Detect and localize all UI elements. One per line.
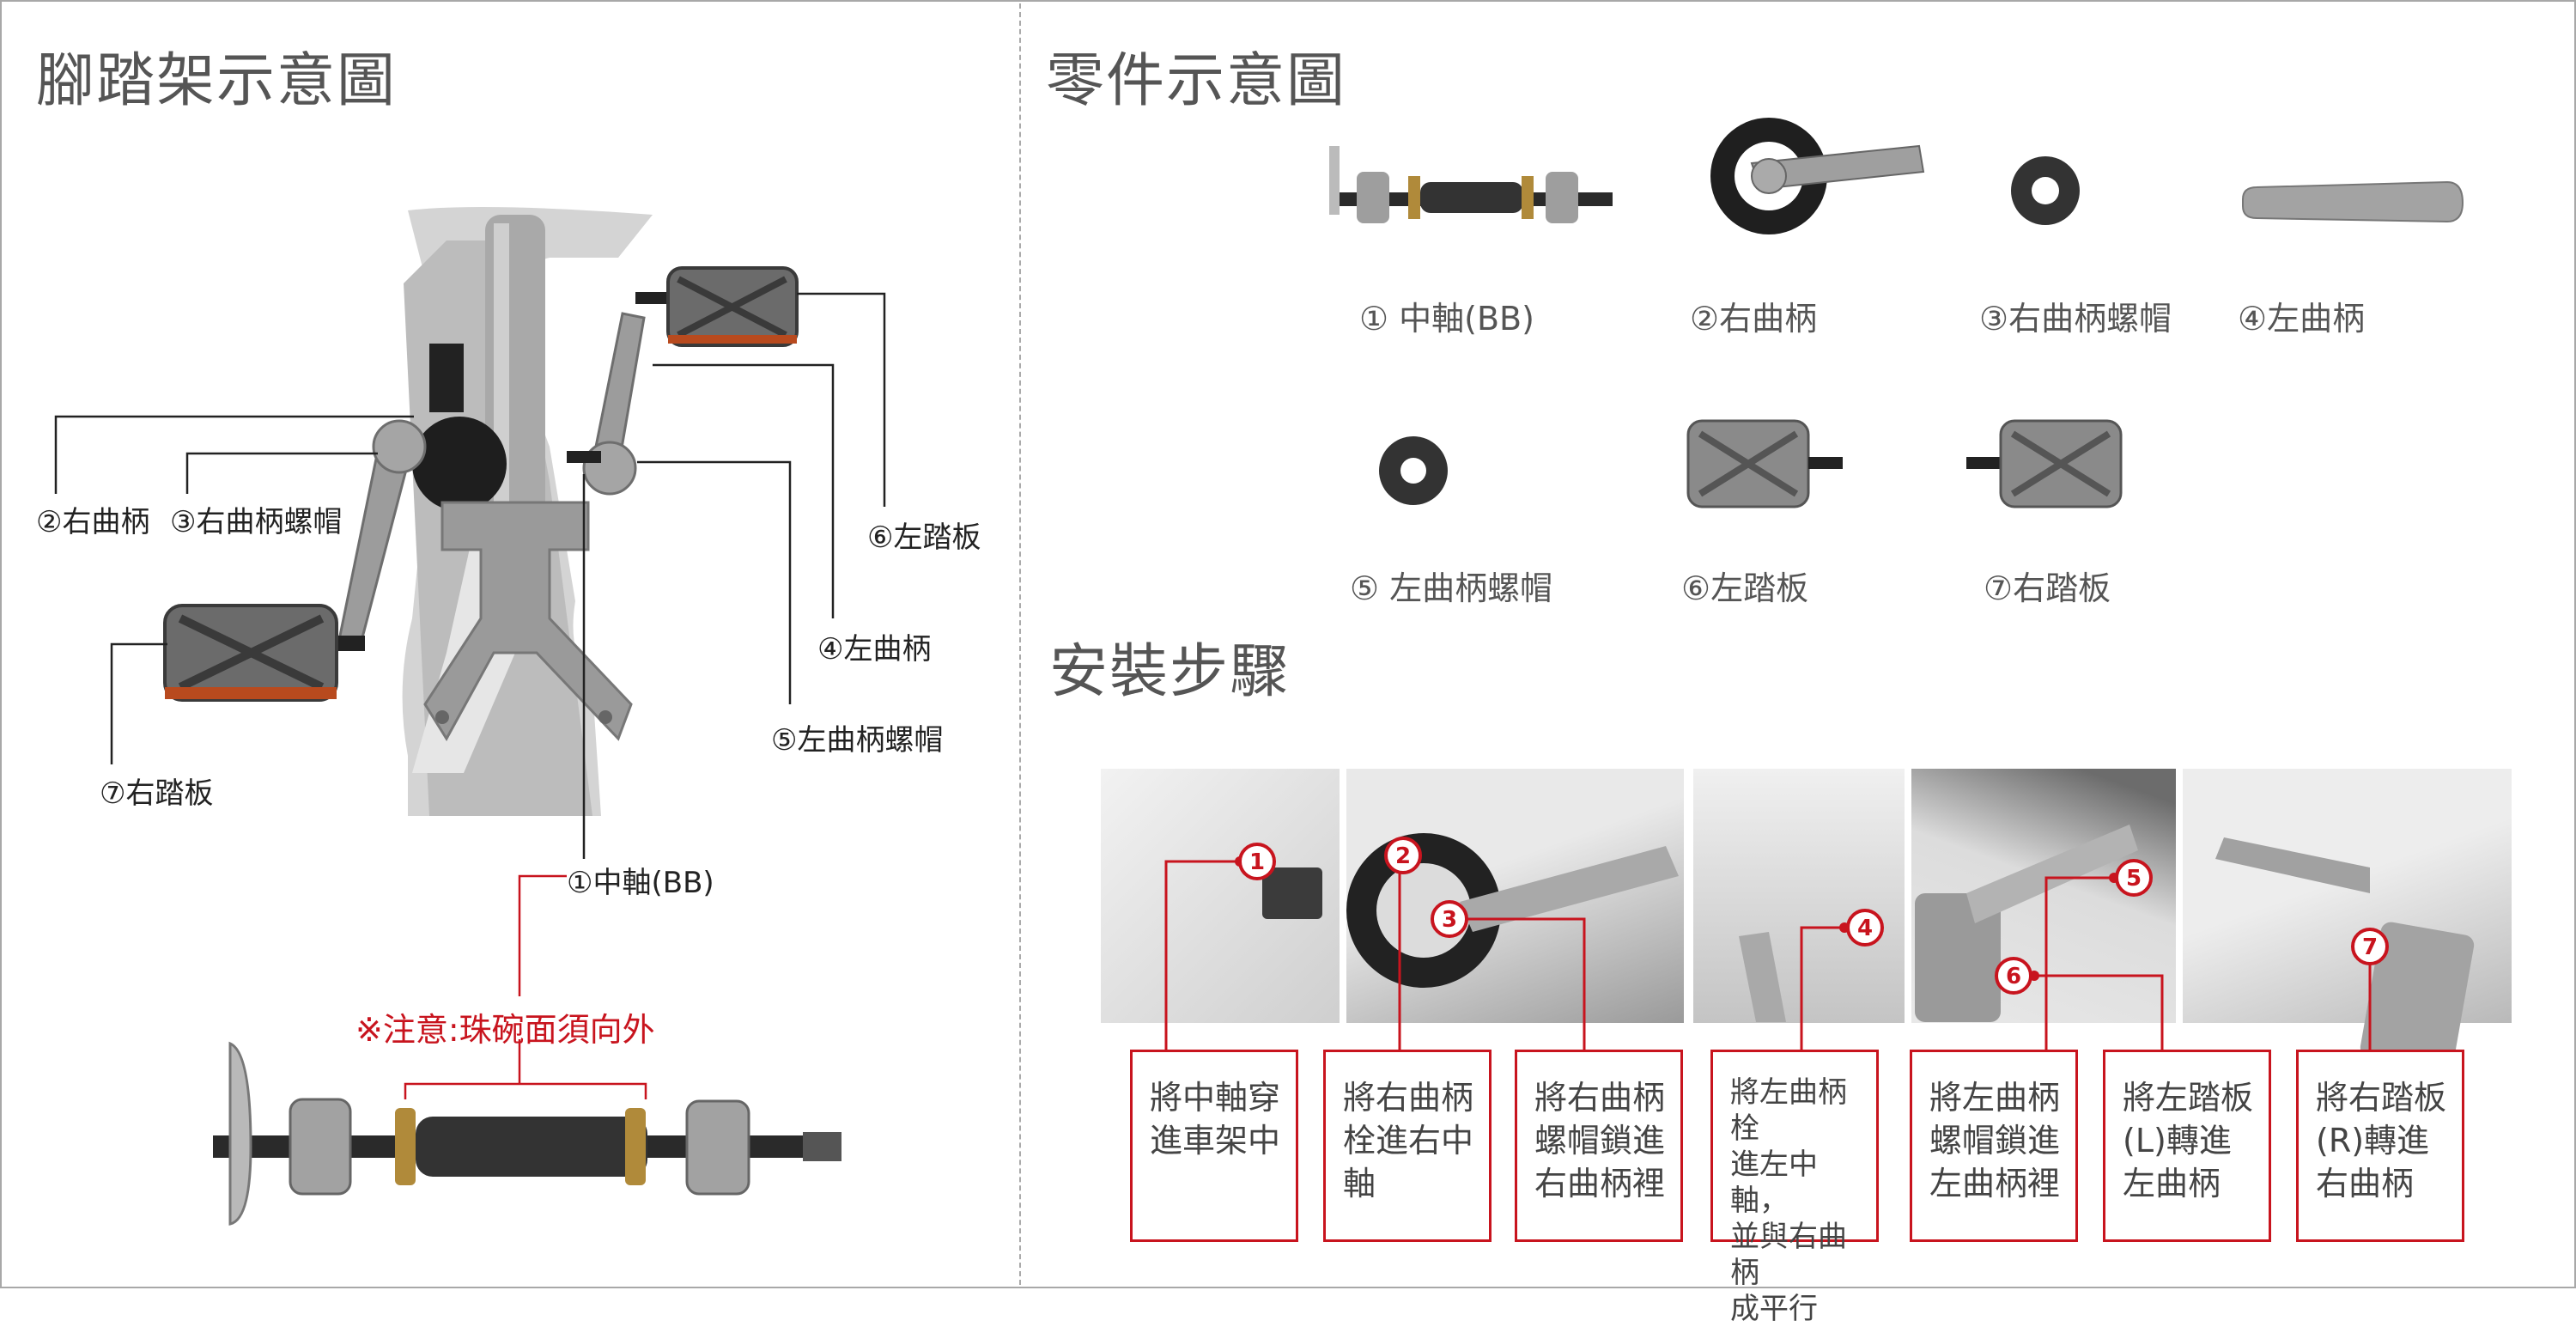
step-marker-4: 4 [1857,916,1873,941]
parts-title: 零件示意圖 [1046,47,1347,115]
callout-left-crank-nut: ⑤左曲柄螺帽 [771,723,944,758]
center-divider [1019,3,1021,1285]
callout-bottom-bracket: ①中軸(BB) [567,866,714,900]
part-right-crank-nut-image [2011,156,2080,225]
callout-left-crank: ④左曲柄 [817,632,932,667]
part-left-crank-image [2242,180,2464,223]
parts-illustrations [1329,118,2464,508]
step-box-7: 將右踏板(R)轉進右曲柄 [2296,1050,2464,1242]
orientation-note: ※注意:珠碗面須向外 [355,1011,655,1049]
part-left-pedal-image [1686,419,1843,508]
part-right-pedal-image [1966,419,2123,508]
callout-right-crank-nut: ③右曲柄螺帽 [170,505,343,539]
page-frame [0,0,2576,1288]
step-marker-7: 7 [2362,934,2378,960]
pedal-assembly-title: 腳踏架示意圖 [36,47,398,115]
callout-right-crank: ②右曲柄 [36,505,150,539]
callout-left-pedal: ⑥左踏板 [867,520,981,555]
steps-title: 安裝步驟 [1049,638,1291,706]
step-marker-3: 3 [1442,907,1457,933]
step-box-2: 將右曲柄栓進右中軸 [1323,1050,1492,1242]
step-photo-4 [1693,769,1905,1023]
part-label-left-crank-nut: ⑤ 左曲柄螺帽 [1350,569,1553,607]
steps-leader-lines: 1 2 3 4 5 6 7 [1164,825,2475,1071]
part-label-left-pedal: ⑥左踏板 [1681,569,1809,607]
part-label-bb: ① 中軸(BB) [1359,300,1534,338]
part-label-right-crank: ②右曲柄 [1690,300,1818,338]
part-label-right-crank-nut: ③右曲柄螺帽 [1979,300,2172,338]
part-left-crank-nut-image [1379,436,1448,505]
step-marker-6: 6 [2006,964,2021,989]
part-label-left-crank: ④左曲柄 [2238,300,2366,338]
step-box-6: 將左踏板(L)轉進左曲柄 [2103,1050,2271,1242]
pedal-assembly-illustration [54,207,886,1226]
step-marker-5: 5 [2126,866,2142,892]
step-marker-1: 1 [1249,849,1265,875]
step-box-3: 將右曲柄螺帽鎖進右曲柄裡 [1515,1050,1683,1242]
step-box-1: 將中軸穿進車架中 [1130,1050,1298,1242]
step-marker-2: 2 [1395,843,1411,869]
part-right-crank-image [1710,118,1925,234]
step-box-5: 將左曲柄螺帽鎖進左曲柄裡 [1910,1050,2078,1242]
part-bb-image [1329,146,1613,223]
part-label-right-pedal: ⑦右踏板 [1984,569,2111,607]
step-box-4: 將左曲柄栓進左中軸，並與右曲柄成平行 [1710,1050,1879,1326]
callout-right-pedal: ⑦右踏板 [100,776,214,811]
